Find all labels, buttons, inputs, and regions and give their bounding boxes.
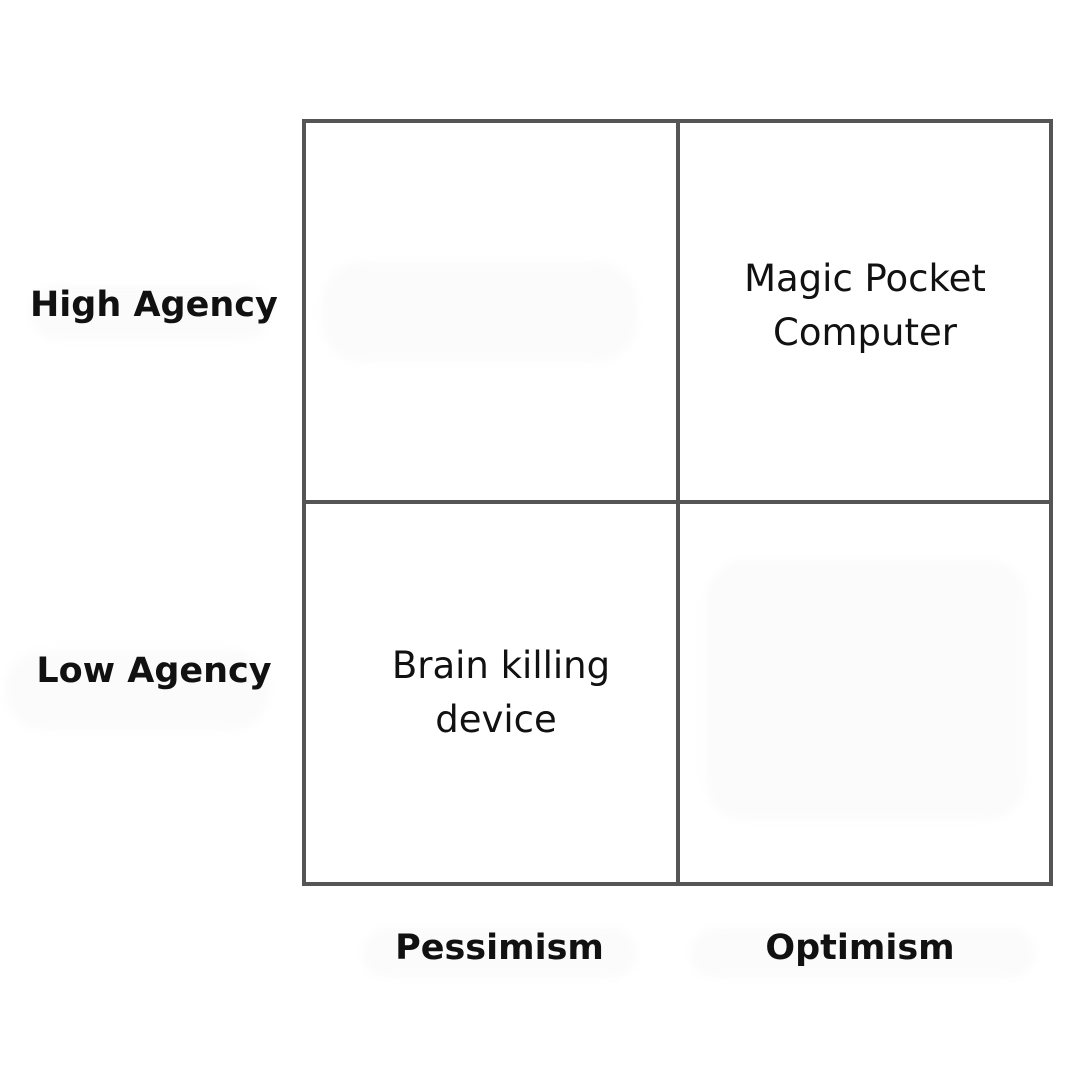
erased-area-bottom-right (706, 560, 1026, 820)
horizontal-divider (302, 500, 1053, 504)
quadrant-bottom-left-text: Brain killing device (316, 639, 686, 747)
row-label-low-agency: Low Agency (36, 651, 272, 691)
erased-area-col-left (362, 928, 637, 978)
column-label-optimism: Optimism (765, 928, 955, 968)
column-label-pessimism: Pessimism (395, 928, 604, 968)
erased-area-row-bottom (5, 650, 270, 730)
quadrant-top-right-text: Magic Pocket Computer (680, 252, 1050, 360)
quadrant-top-right-line-1: Magic Pocket (744, 257, 986, 300)
quadrant-top-right-line-2: Computer (773, 311, 957, 354)
quadrant-bottom-left-line-2: device (435, 698, 557, 741)
row-label-high-agency: High Agency (30, 285, 278, 325)
erased-area-col-right (690, 928, 1035, 978)
quadrant-bottom-left-line-1: Brain killing (391, 644, 611, 687)
erased-area-top-left (322, 262, 637, 362)
erased-area-row-top (30, 285, 270, 340)
